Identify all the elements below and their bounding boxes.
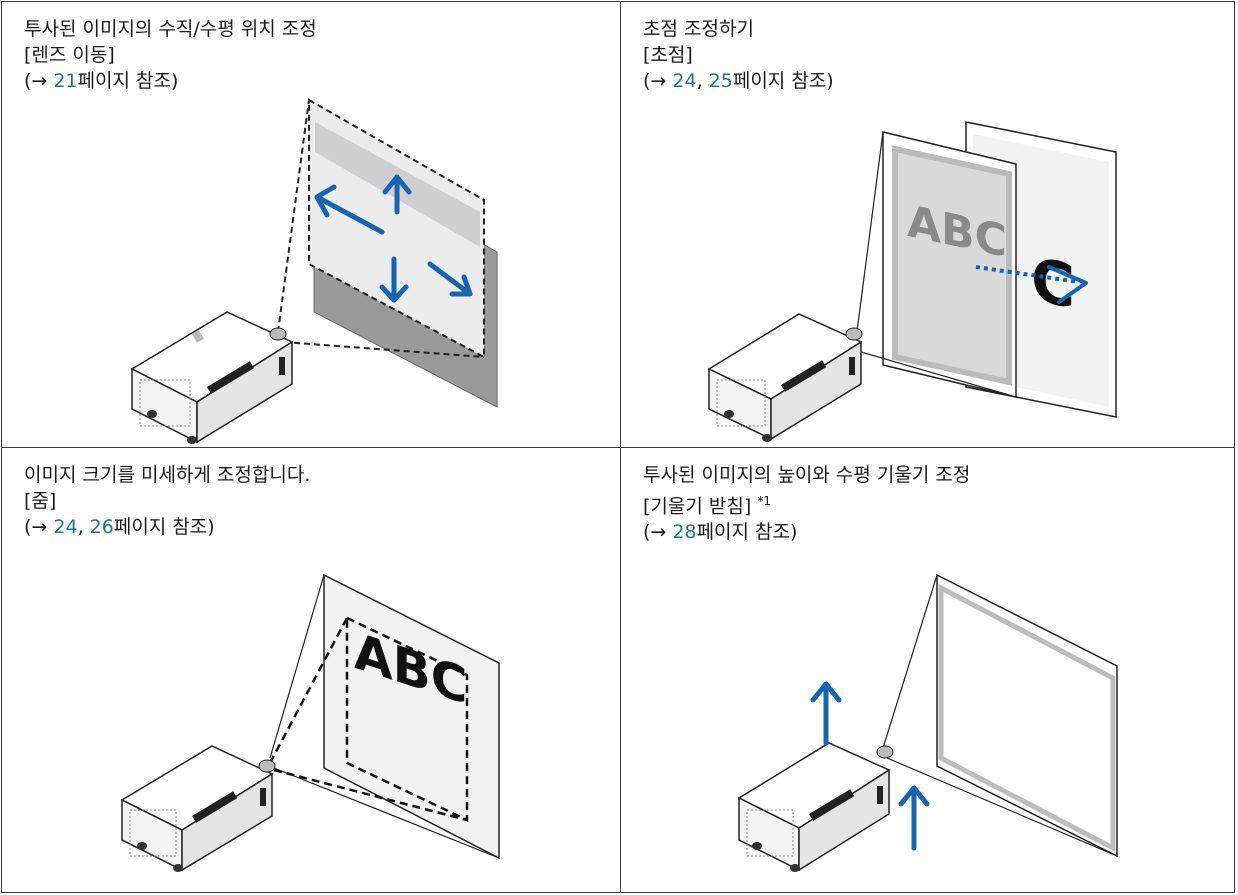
beam-line xyxy=(860,351,1017,398)
projector-icon xyxy=(707,313,863,442)
focus-line xyxy=(975,265,1080,284)
page-reference: (→ 28페이지 참조) xyxy=(643,519,970,545)
ref-close: 페이지 참조) xyxy=(732,70,834,92)
ref-open: (→ xyxy=(643,70,673,92)
beam-line xyxy=(886,757,1118,857)
zoom-beam-line xyxy=(268,617,349,764)
tilt-arrows xyxy=(810,681,930,851)
beam-line xyxy=(277,99,310,333)
lens-shift-illustration xyxy=(130,98,498,444)
beam-line xyxy=(269,574,325,759)
panel-title: 투사된 이미지의 수직/수평 위치 조정 xyxy=(24,18,317,40)
panel-title: 초점 조정하기 xyxy=(643,18,754,40)
feature-name: [초점] xyxy=(643,44,693,66)
projector-icon xyxy=(130,311,294,444)
focus-arrow-icon xyxy=(1047,265,1088,304)
ref-open: (→ xyxy=(24,516,54,538)
ref-separator: , xyxy=(696,70,709,92)
screen-image xyxy=(938,583,1116,853)
ref-open: (→ xyxy=(24,70,54,92)
focus-illustration: C ABC xyxy=(707,121,1117,442)
panel-title: 투사된 이미지의 높이와 수평 기울기 조정 xyxy=(643,464,971,486)
panel-caption: 투사된 이미지의 높이와 수평 기울기 조정 [기울기 받침] *1 (→ 28… xyxy=(643,462,970,545)
projector-icon xyxy=(120,745,276,872)
panel-focus: 초점 조정하기 [초점] (→ 24, 25페이지 참조) C ABC xyxy=(621,2,1236,447)
page-link-26[interactable]: 26 xyxy=(89,516,114,538)
feature-label: [기울기 받침] xyxy=(643,495,752,518)
focused-letter: C xyxy=(1031,245,1075,324)
panel-lens-shift: 투사된 이미지의 수직/수평 위치 조정 [렌즈 이동] (→ 21페이지 참조… xyxy=(2,2,620,447)
projector-icon xyxy=(737,742,894,872)
arrow-up-left-icon xyxy=(314,194,385,235)
beam-line xyxy=(283,341,485,358)
page-link-21[interactable]: 21 xyxy=(53,70,78,92)
feature-name: [줌] xyxy=(24,490,57,512)
ref-separator: , xyxy=(77,516,90,538)
panel-caption: 초점 조정하기 [초점] (→ 24, 25페이지 참조) xyxy=(643,16,834,94)
feature-name: [렌즈 이동] xyxy=(24,44,115,66)
panel-caption: 투사된 이미지의 수직/수평 위치 조정 [렌즈 이동] (→ 21페이지 참조… xyxy=(24,16,317,94)
beam-line xyxy=(882,574,938,749)
panel-caption: 이미지 크기를 미세하게 조정합니다. [줌] (→ 24, 26페이지 참조) xyxy=(24,462,310,540)
feature-name: [기울기 받침] *1 xyxy=(643,488,970,519)
ref-close: 페이지 참조) xyxy=(113,516,215,538)
page-reference: (→ 24, 25페이지 참조) xyxy=(643,68,834,94)
arrow-down-right-icon xyxy=(427,261,473,297)
zoom-beam-line xyxy=(273,768,468,822)
page-reference: (→ 24, 26페이지 참조) xyxy=(24,514,310,540)
screen xyxy=(323,573,500,860)
tilt-foot-illustration xyxy=(737,573,1118,872)
horizontal-divider xyxy=(2,447,1234,448)
page-link-24[interactable]: 24 xyxy=(672,70,697,92)
page-link-28[interactable]: 28 xyxy=(672,521,697,544)
panel-zoom: 이미지 크기를 미세하게 조정합니다. [줌] (→ 24, 26페이지 참조)… xyxy=(2,448,620,894)
footnote-marker: *1 xyxy=(757,494,771,508)
page-link-24[interactable]: 24 xyxy=(53,516,78,538)
page-link-25[interactable]: 25 xyxy=(708,70,733,92)
beam-line xyxy=(273,767,500,859)
ref-open: (→ xyxy=(643,521,673,544)
shift-arrows xyxy=(314,174,473,303)
ref-close: 페이지 참조) xyxy=(696,521,798,544)
ref-close: 페이지 참조) xyxy=(77,70,179,92)
panel-tilt-foot: 투사된 이미지의 높이와 수평 기울기 조정 [기울기 받침] *1 (→ 28… xyxy=(621,448,1236,894)
beam-line xyxy=(855,131,884,340)
zoom-illustration: ABC xyxy=(120,573,500,872)
page-reference: (→ 21페이지 참조) xyxy=(24,68,317,94)
blurred-image xyxy=(892,145,1012,386)
panel-title: 이미지 크기를 미세하게 조정합니다. xyxy=(24,464,311,486)
